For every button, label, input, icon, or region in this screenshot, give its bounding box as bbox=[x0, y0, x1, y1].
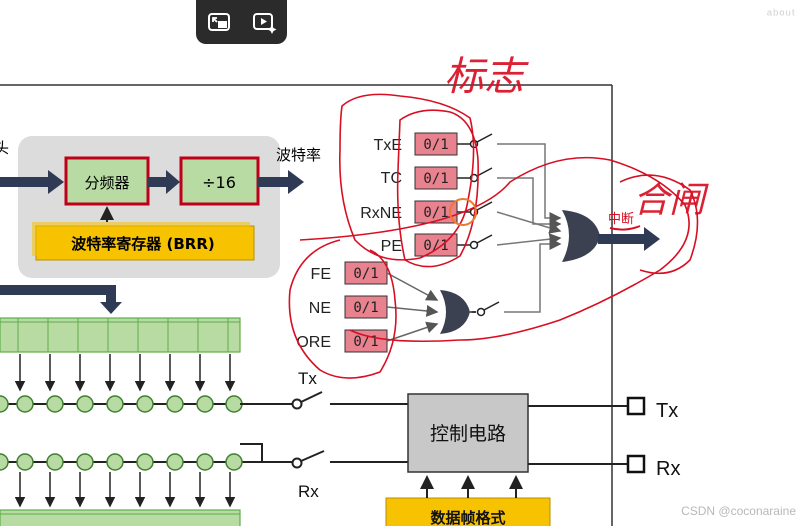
and-annotation: 合闸 bbox=[633, 180, 709, 221]
flag-name-fe: FE bbox=[311, 266, 331, 283]
rx-shift-register bbox=[0, 509, 241, 526]
rx-switch bbox=[262, 450, 408, 469]
flag-switches bbox=[457, 133, 500, 317]
baud-rate-label: 波特率 bbox=[276, 146, 321, 164]
tx-switch bbox=[240, 391, 408, 410]
error-or-gate bbox=[386, 272, 476, 342]
interrupt-underline bbox=[609, 225, 641, 231]
brr-label: 波特率寄存器 (BRR) bbox=[71, 235, 214, 253]
divider-label: 分频器 bbox=[84, 174, 129, 192]
rx-pin-label: Rx bbox=[656, 458, 680, 480]
svg-text:0/1: 0/1 bbox=[423, 238, 448, 254]
svg-text:0/1: 0/1 bbox=[353, 300, 378, 316]
top-watermark: ᵃᵇᵒᵘᵗ bbox=[766, 6, 796, 22]
tx-pin bbox=[626, 396, 646, 416]
picture-in-picture-icon[interactable] bbox=[204, 7, 234, 37]
tx-pin-label: Tx bbox=[656, 400, 678, 422]
rx-bit-chain bbox=[0, 443, 263, 471]
interrupt-or-gate bbox=[562, 210, 600, 262]
divider-box bbox=[64, 156, 150, 206]
video-sparkle-icon[interactable] bbox=[249, 7, 279, 37]
svg-text:0/1: 0/1 bbox=[423, 205, 448, 221]
ink-annotations bbox=[288, 93, 699, 379]
video-toolbar bbox=[196, 0, 287, 44]
control-circuit bbox=[407, 393, 529, 473]
frame-format-label: 数据帧格式 bbox=[430, 509, 505, 526]
flag-name-rxne: RxNE bbox=[360, 205, 402, 222]
svg-text:0/1: 0/1 bbox=[353, 334, 378, 350]
flag-name-txe: TxE bbox=[374, 137, 402, 154]
usart-frame bbox=[0, 84, 613, 526]
flag-name-ore: ORE bbox=[296, 334, 331, 351]
tx-switch-label: Tx bbox=[298, 369, 317, 388]
rx-bit-arrows bbox=[14, 472, 236, 508]
interrupt-label: 中断 bbox=[608, 212, 634, 227]
svg-text:0/1: 0/1 bbox=[423, 171, 448, 187]
svg-text:0/1: 0/1 bbox=[423, 137, 448, 153]
csdn-watermark: CSDN @coconaraine bbox=[681, 504, 796, 518]
tx-shift-register bbox=[0, 317, 241, 353]
flag-to-or-lines bbox=[496, 143, 562, 313]
flags-annotation: 标志 bbox=[444, 54, 529, 100]
svg-text:0/1: 0/1 bbox=[353, 266, 378, 282]
baud-rate-panel: 分频器 ÷16 波特率寄存器 (BRR) bbox=[0, 136, 304, 278]
left-cut-label: 头 bbox=[0, 139, 9, 157]
flag-registers: TxE 0/1 TC 0/1 RxNE 0/1 PE 0/1 FE 0/1 NE… bbox=[296, 132, 458, 353]
div16-label: ÷16 bbox=[202, 173, 236, 192]
control-circuit-label: 控制电路 bbox=[430, 423, 506, 445]
interrupt-arrow bbox=[598, 227, 660, 251]
flag-name-tc: TC bbox=[381, 170, 402, 187]
rx-switch-label: Rx bbox=[298, 482, 319, 501]
data-arrow bbox=[0, 285, 122, 314]
flag-name-ne: NE bbox=[309, 300, 331, 317]
frame-format-box bbox=[385, 475, 551, 526]
tx-bit-arrows bbox=[14, 354, 236, 392]
rxne-highlight-circle bbox=[449, 198, 477, 226]
rx-pin bbox=[626, 454, 646, 474]
flag-name-pe: PE bbox=[381, 238, 402, 255]
tx-bit-chain bbox=[0, 395, 290, 413]
